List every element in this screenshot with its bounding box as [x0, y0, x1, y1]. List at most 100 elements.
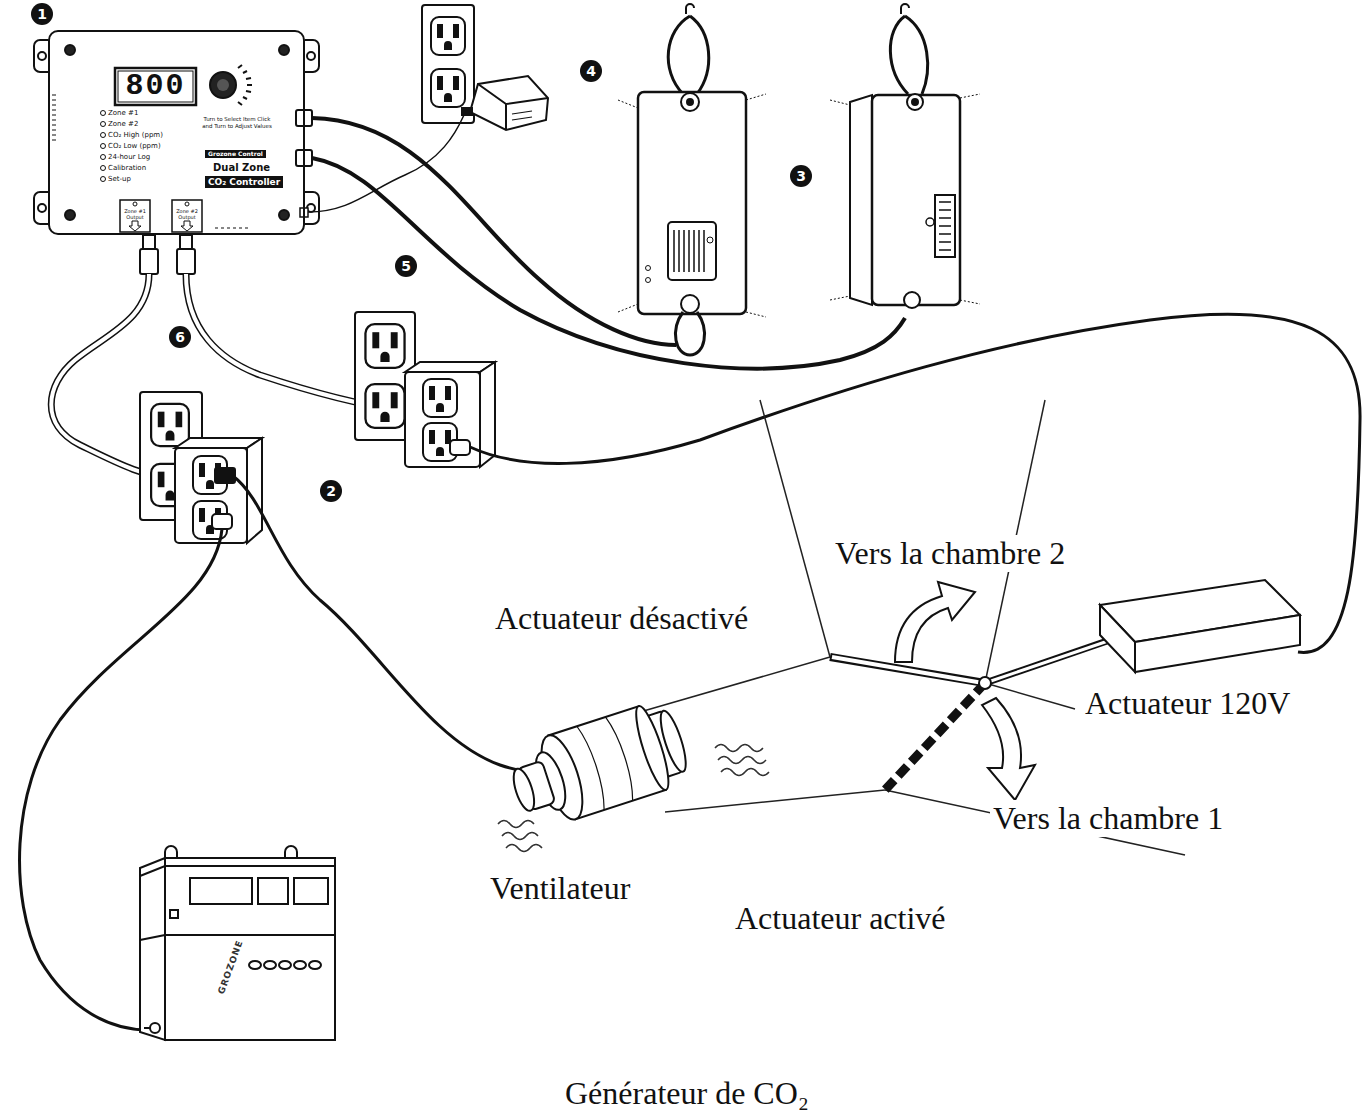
menu-item: 24-hour Log	[108, 153, 150, 161]
co2-sensor	[668, 16, 709, 94]
co2-generator	[258, 878, 288, 904]
airflow-lines	[718, 757, 766, 764]
damper-arrow	[982, 698, 1035, 800]
controller-housing	[177, 249, 195, 274]
co2-sensor	[904, 292, 920, 308]
damper	[832, 657, 983, 683]
controller-housing	[38, 204, 46, 212]
controller-housing	[120, 200, 150, 232]
controller-housing	[238, 65, 252, 105]
callout-number: 3	[790, 165, 812, 187]
co2-sensor	[707, 237, 713, 243]
part-name: Actuateur 120V	[1082, 685, 1293, 722]
co2-generator	[190, 878, 252, 904]
co2-sensor	[830, 94, 980, 304]
callout-number: 6	[169, 326, 191, 348]
airflow-lines	[498, 745, 769, 852]
direction-label: Vers la chambre 1	[990, 800, 1226, 837]
state-label: Actuateur désactivé	[492, 600, 751, 637]
menu-item: Set-up	[108, 175, 131, 183]
co2-sensor	[646, 266, 651, 271]
controller-housing	[101, 155, 106, 160]
sensor-cable	[312, 158, 905, 368]
damper	[988, 641, 1108, 682]
wall-outlet-adapter	[431, 69, 465, 107]
controller-housing	[65, 210, 75, 220]
co2-sensor	[939, 202, 951, 250]
inline-fan	[510, 766, 539, 813]
brand-mark: GROZONE	[216, 939, 245, 996]
state-label: Actuateur activé	[732, 900, 949, 937]
controller-housing	[140, 249, 158, 274]
controller-housing	[307, 52, 315, 60]
co2-sensor	[926, 218, 934, 226]
wall-outlet-adapter	[422, 5, 474, 123]
co2-sensor	[618, 4, 980, 355]
co2-generator	[140, 846, 335, 1040]
controller-housing	[101, 133, 106, 138]
co2-sensor	[872, 95, 960, 305]
relay-outlet	[175, 448, 247, 543]
controller-housing	[180, 235, 192, 249]
co2-sensor	[901, 4, 909, 14]
co2-generator	[140, 866, 335, 876]
co2-generator	[309, 961, 321, 969]
co2-sensor	[646, 278, 651, 283]
co2-sensor	[687, 99, 693, 105]
co2-generator	[165, 858, 335, 1040]
damper	[979, 677, 991, 689]
actuator-box	[1135, 615, 1300, 672]
relay-outlet	[140, 312, 495, 543]
controller-housing	[101, 111, 106, 116]
co2-generator	[170, 910, 178, 918]
co2-sensor	[850, 95, 872, 305]
wall-outlet-adapter	[478, 84, 548, 130]
co2-generator	[150, 1023, 160, 1033]
knob-instruction: Turn to Select Item Click and Turn to Ad…	[200, 116, 274, 129]
inline-fan	[630, 703, 674, 792]
display-readout: 800	[115, 68, 196, 105]
sensor-cable	[308, 115, 905, 368]
menu-item: Zone #2	[108, 120, 138, 128]
actuator-box	[1100, 580, 1300, 672]
output-label: Zone #1 Output	[120, 208, 150, 220]
controller-housing	[65, 45, 75, 55]
relay-outlet	[405, 372, 480, 467]
co2-sensor	[890, 16, 927, 94]
menu-item: Zone #1	[108, 109, 138, 117]
wall-outlet-adapter	[462, 108, 472, 115]
co2-generator	[249, 961, 261, 969]
controller-housing	[52, 95, 56, 140]
wall-outlet-adapter	[512, 111, 532, 120]
menu-item: CO₂ Low (ppm)	[108, 142, 161, 150]
controller-housing	[172, 200, 202, 232]
damper	[985, 640, 1110, 683]
co2-generator	[279, 961, 291, 969]
menu-item: Calibration	[108, 164, 146, 172]
co2-controller: 800Zone #1 Zone #2 CO₂ High (ppm) CO₂ Low (…	[48, 30, 305, 235]
controller-housing	[101, 177, 106, 182]
co2-generator	[294, 878, 328, 904]
co2-sensor	[935, 195, 955, 257]
menu-item: CO₂ High (ppm)	[108, 131, 163, 139]
damper-arrow	[895, 582, 1035, 800]
relay-outlet	[212, 514, 232, 529]
co2-sensor	[681, 295, 699, 313]
controller-housing	[181, 221, 193, 231]
inline-fan	[577, 715, 638, 810]
inline-fan	[503, 697, 695, 834]
relay-outlet	[450, 440, 470, 455]
airflow-lines	[498, 821, 534, 828]
relay-outlet	[365, 384, 404, 428]
callout-number: 1	[31, 3, 53, 25]
generator-node: GROZONEGénérateur de CO₂	[130, 850, 860, 1115]
controller-housing	[34, 30, 319, 274]
model-name: Dual Zone	[213, 162, 270, 174]
co2-sensor	[686, 4, 694, 14]
relay-outlet	[365, 324, 404, 368]
damper	[830, 657, 985, 683]
air-duct	[760, 400, 830, 657]
co2-sensor	[912, 99, 918, 105]
co2-generator	[165, 846, 297, 858]
